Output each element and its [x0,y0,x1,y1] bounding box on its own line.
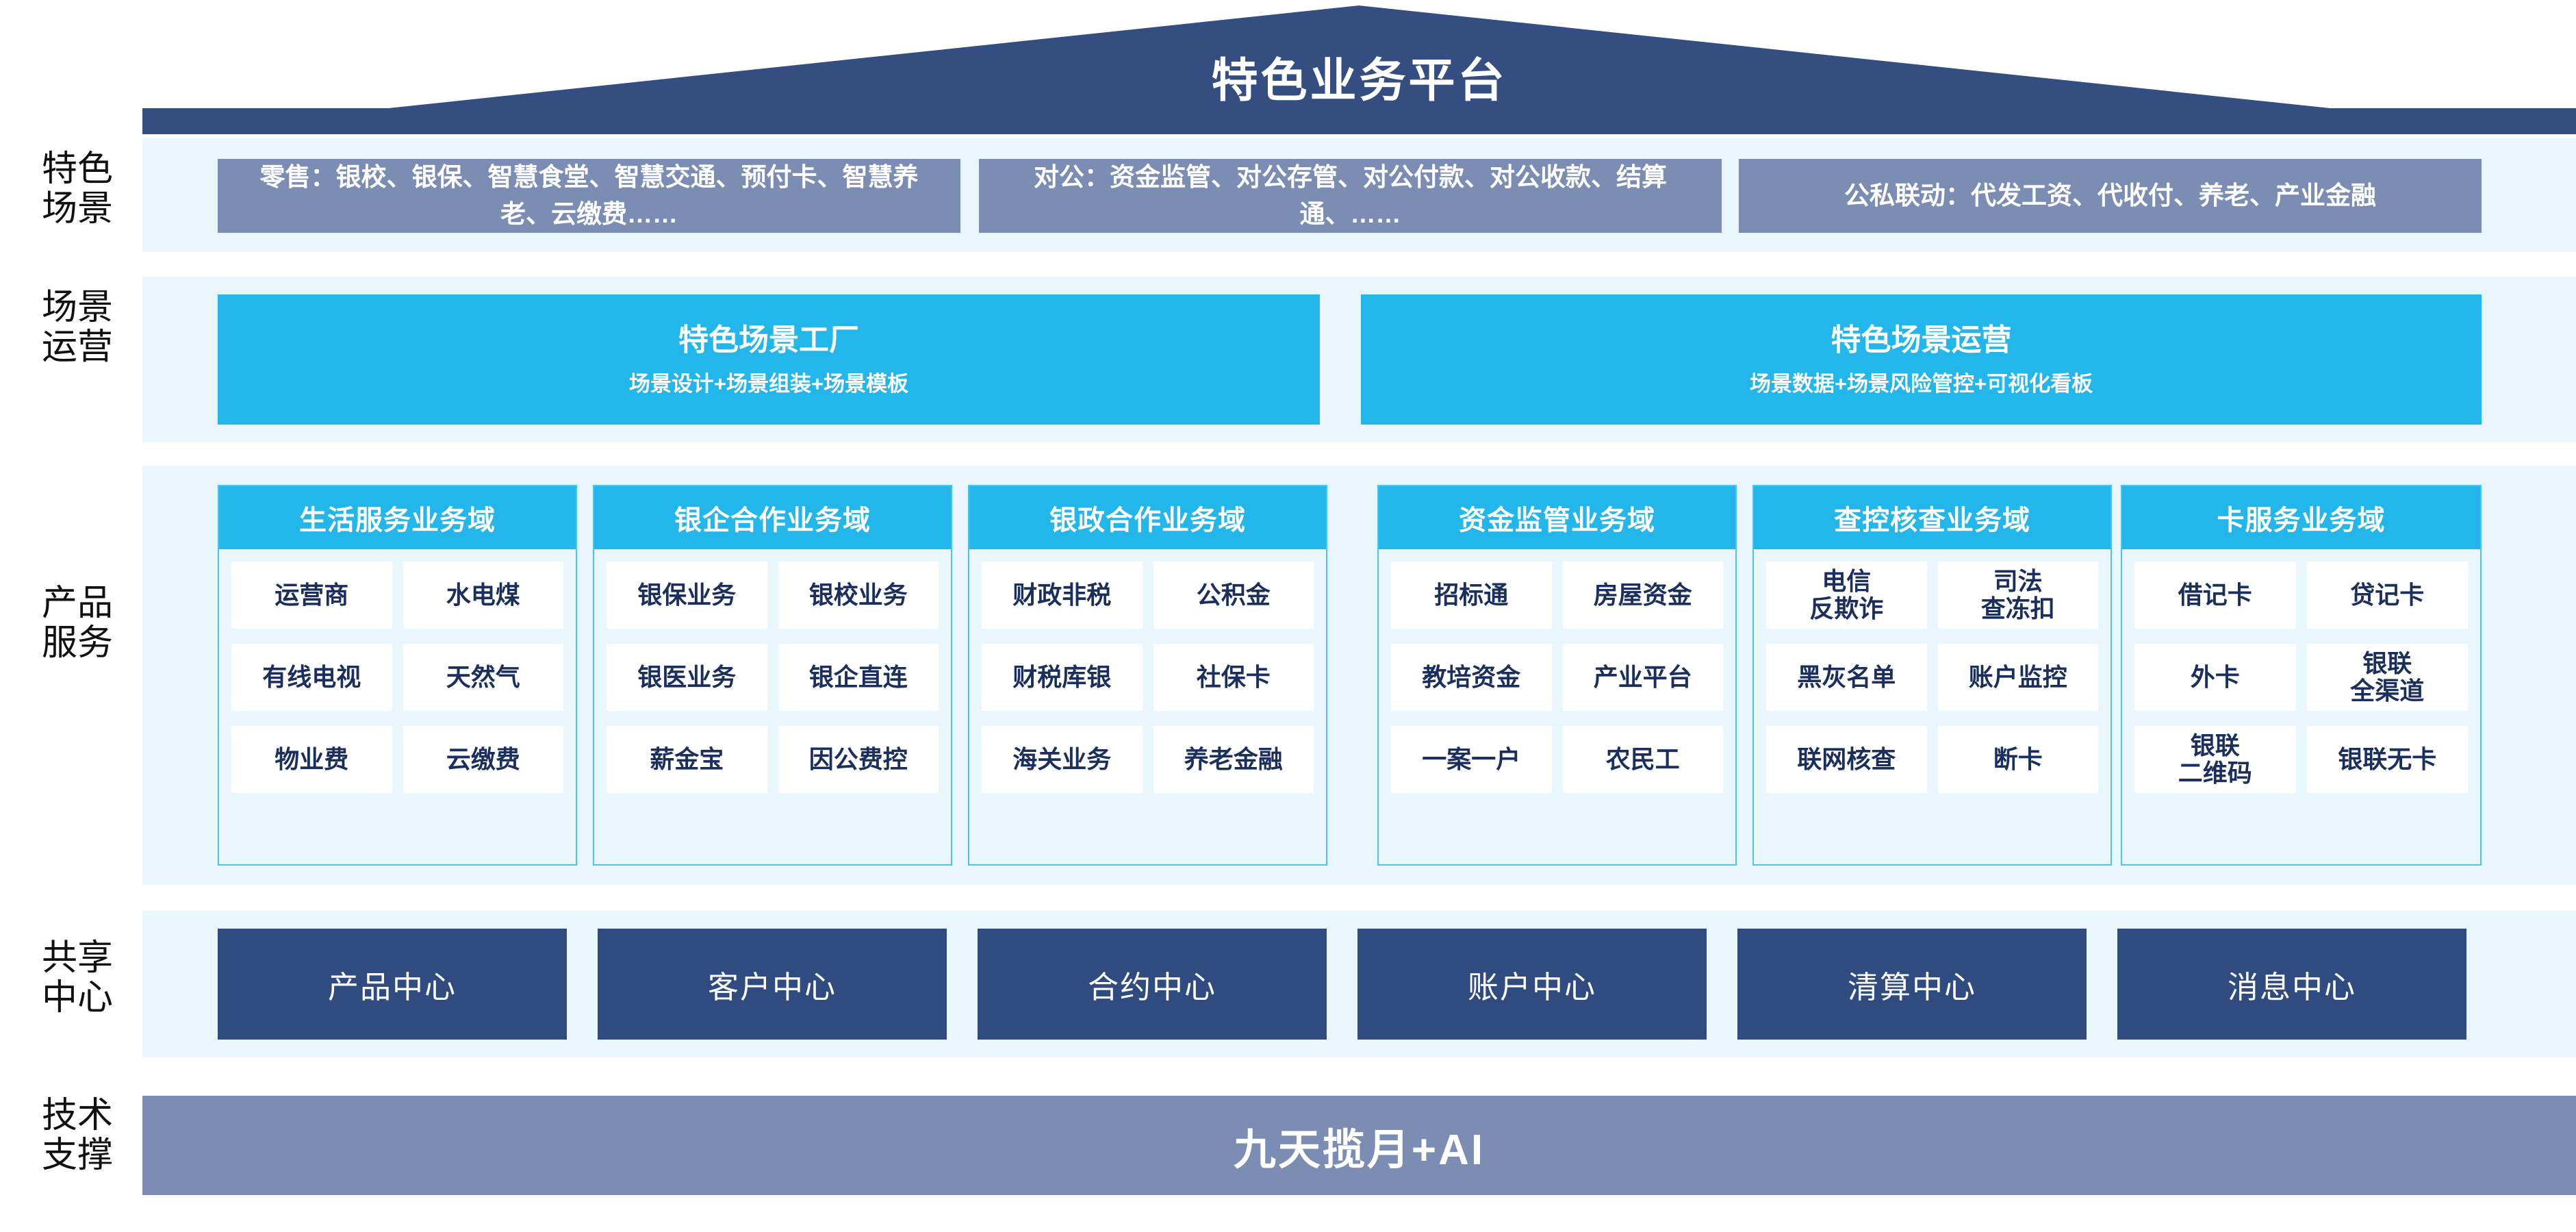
platform-roof-banner: 特色业务平台 [142,5,2576,134]
scenario-box-corporate[interactable]: 对公：资金监管、对公存管、对公付款、对公收款、结算通、…… [979,159,1722,233]
domain-item[interactable]: 银医业务 [607,644,767,711]
domain-item[interactable]: 社保卡 [1153,644,1314,711]
domain-item[interactable]: 银保业务 [607,562,767,629]
domain-item[interactable]: 财税库银 [982,644,1143,711]
domain-item[interactable]: 薪金宝 [607,726,767,793]
domain-column-investigation-control[interactable]: 查控核查业务域 电信 反欺诈 司法 查冻扣 黑灰名单 账户监控 联网核查 断卡 [1752,485,2112,866]
shared-center-settlement[interactable]: 清算中心 [1737,929,2087,1040]
domain-item[interactable]: 联网核查 [1766,726,1927,793]
domain-item[interactable]: 财政非税 [982,562,1143,629]
domain-item[interactable]: 银联 全渠道 [2306,644,2468,711]
roof-shape-icon [142,5,2576,134]
domain-item[interactable]: 外卡 [2134,644,2296,711]
domain-item[interactable]: 司法 查冻扣 [1937,562,2098,629]
row-label-products: 产品 服务 [41,583,113,664]
operations-box-scene-operation[interactable]: 特色场景运营 场景数据+场景风险管控+可视化看板 [1361,294,2482,425]
domain-column-fund-supervision[interactable]: 资金监管业务域 招标通 房屋资金 教培资金 产业平台 一案一户 农民工 [1377,485,1737,866]
shared-center-account[interactable]: 账户中心 [1357,929,1707,1040]
domain-title: 卡服务业务域 [2122,486,2480,549]
domain-item[interactable]: 借记卡 [2134,562,2296,629]
domain-item[interactable]: 账户监控 [1937,644,2098,711]
domain-item[interactable]: 养老金融 [1153,726,1314,793]
domain-column-card-service[interactable]: 卡服务业务域 借记卡 贷记卡 外卡 银联 全渠道 银联 二维码 银联无卡 [2121,485,2482,866]
domain-item[interactable]: 房屋资金 [1562,562,1723,629]
row-label-operations: 场景 运营 [41,288,113,368]
tech-support-bar[interactable]: 九天揽月+AI [142,1096,2576,1195]
domain-title: 银企合作业务域 [594,486,951,549]
domain-title: 资金监管业务域 [1379,486,1735,549]
domain-item[interactable]: 海关业务 [982,726,1143,793]
domain-item[interactable]: 因公费控 [778,726,939,793]
shared-center-message[interactable]: 消息中心 [2117,929,2466,1040]
domain-item[interactable]: 物业费 [231,726,392,793]
scenario-box-public-private[interactable]: 公私联动：代发工资、代收付、养老、产业金融 [1739,159,2482,233]
domain-item[interactable]: 教培资金 [1391,644,1552,711]
operations-title: 特色场景运营 [1831,323,2012,357]
domain-item[interactable]: 产业平台 [1562,644,1723,711]
operations-subtitle: 场景数据+场景风险管控+可视化看板 [1749,371,2093,396]
domain-item-grid: 财政非税 公积金 财税库银 社保卡 海关业务 养老金融 [969,549,1326,805]
domain-item[interactable]: 银校业务 [778,562,939,629]
domain-item[interactable]: 运营商 [231,562,392,629]
domain-column-bank-enterprise[interactable]: 银企合作业务域 银保业务 银校业务 银医业务 银企直连 薪金宝 因公费控 [593,485,952,866]
operations-box-scene-factory[interactable]: 特色场景工厂 场景设计+场景组装+场景模板 [218,294,1320,425]
domain-item[interactable]: 农民工 [1562,726,1723,793]
operations-title: 特色场景工厂 [678,323,859,357]
domain-item-grid: 招标通 房屋资金 教培资金 产业平台 一案一户 农民工 [1379,549,1735,805]
scenario-box-retail[interactable]: 零售：银校、银保、智慧食堂、智慧交通、预付卡、智慧养老、云缴费…… [218,159,960,233]
row-label-tech-support: 技术 支撑 [41,1096,113,1176]
operations-subtitle: 场景设计+场景组装+场景模板 [628,371,909,396]
domain-item-grid: 银保业务 银校业务 银医业务 银企直连 薪金宝 因公费控 [594,549,951,805]
domain-title: 生活服务业务域 [219,486,576,549]
domain-item[interactable]: 云缴费 [403,726,563,793]
shared-center-product[interactable]: 产品中心 [218,929,567,1040]
domain-item[interactable]: 电信 反欺诈 [1766,562,1927,629]
domain-title: 查控核查业务域 [1754,486,2110,549]
domain-item[interactable]: 黑灰名单 [1766,644,1927,711]
domain-item[interactable]: 招标通 [1391,562,1552,629]
domain-item-grid: 电信 反欺诈 司法 查冻扣 黑灰名单 账户监控 联网核查 断卡 [1754,549,2110,805]
row-label-shared-centers: 共享 中心 [41,938,113,1018]
row-label-scenarios: 特色 场景 [41,149,113,229]
domain-item[interactable]: 公积金 [1153,562,1314,629]
domain-item[interactable]: 断卡 [1937,726,2098,793]
domain-item[interactable]: 一案一户 [1391,726,1552,793]
page-title: 特色业务平台 [1211,55,1507,107]
domain-item[interactable]: 银联 二维码 [2134,726,2296,793]
domain-item-grid: 运营商 水电煤 有线电视 天然气 物业费 云缴费 [219,549,576,805]
domain-item[interactable]: 有线电视 [231,644,392,711]
domain-item-grid: 借记卡 贷记卡 外卡 银联 全渠道 银联 二维码 银联无卡 [2122,549,2480,805]
domain-column-bank-government[interactable]: 银政合作业务域 财政非税 公积金 财税库银 社保卡 海关业务 养老金融 [968,485,1327,866]
domain-item[interactable]: 银联无卡 [2306,726,2468,793]
shared-center-contract[interactable]: 合约中心 [978,929,1327,1040]
domain-column-life-service[interactable]: 生活服务业务域 运营商 水电煤 有线电视 天然气 物业费 云缴费 [218,485,577,866]
domain-item[interactable]: 银企直连 [778,644,939,711]
domain-item[interactable]: 天然气 [403,644,563,711]
domain-title: 银政合作业务域 [969,486,1326,549]
domain-item[interactable]: 水电煤 [403,562,563,629]
domain-item[interactable]: 贷记卡 [2306,562,2468,629]
shared-center-customer[interactable]: 客户中心 [598,929,947,1040]
